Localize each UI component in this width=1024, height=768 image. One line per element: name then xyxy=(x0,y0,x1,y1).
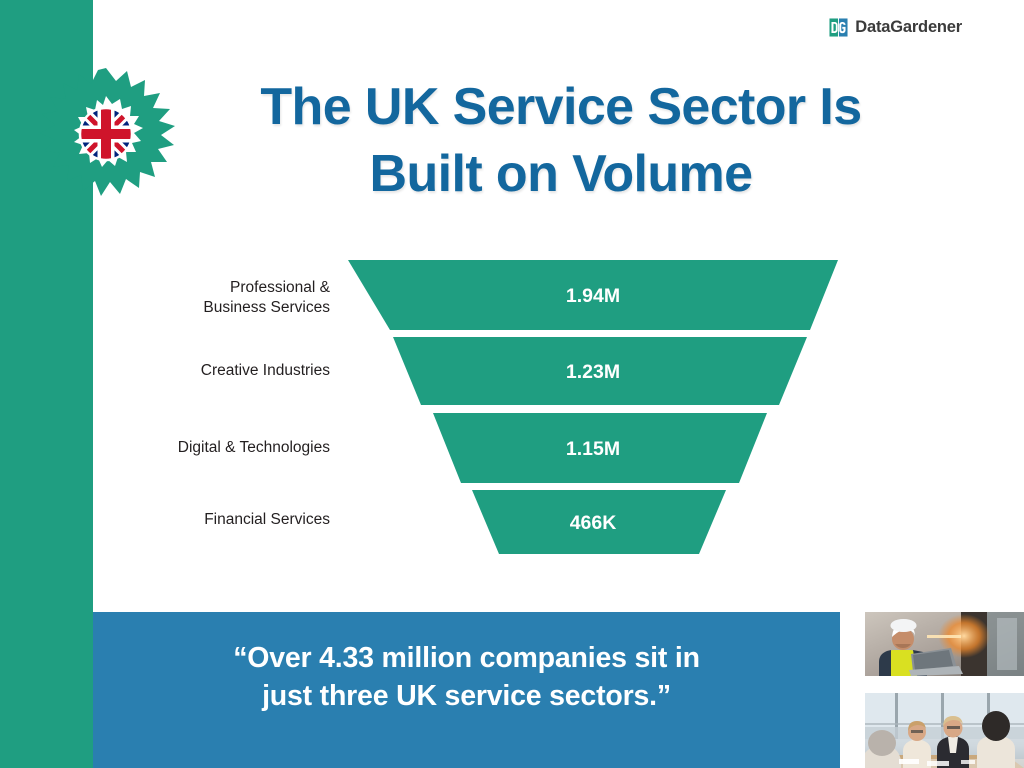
brand-logo: DataGardener xyxy=(829,18,962,37)
funnel-label-column: Professional & Business Services Creativ… xyxy=(93,248,338,568)
funnel-bands: 1.94M 1.23M 1.15M 466K xyxy=(348,260,838,554)
quote-line-2: just three UK service sectors.” xyxy=(262,679,671,712)
funnel-band-digital-technologies xyxy=(433,413,767,483)
funnel-value-financial-services: 466K xyxy=(570,512,617,534)
funnel-value-digital-technologies: 1.15M xyxy=(566,438,620,460)
funnel-label-professional-business-services: Professional & Business Services xyxy=(100,278,330,319)
funnel-band-creative-industries xyxy=(393,337,807,405)
funnel-band-professional-business-services xyxy=(348,260,838,330)
funnel-label-line: Creative Industries xyxy=(200,362,330,379)
page-title-line-2: Built on Volume xyxy=(369,144,754,203)
business-meeting-photo xyxy=(865,693,1024,768)
funnel-label-line: Digital & Technologies xyxy=(177,439,330,456)
uk-flag-starburst-badge xyxy=(32,68,184,202)
funnel-label-creative-industries: Creative Industries xyxy=(100,361,330,381)
quote-banner: “Over 4.33 million companies sit in just… xyxy=(93,612,840,768)
brand-name: DataGardener xyxy=(855,18,962,37)
quote-line-1: “Over 4.33 million companies sit in xyxy=(233,642,700,674)
page-title: The UK Service Sector Is Built on Volume xyxy=(186,74,936,207)
funnel-band-financial-services xyxy=(472,490,726,554)
funnel-chart: Professional & Business Services Creativ… xyxy=(93,248,863,568)
dg-monogram-icon xyxy=(829,18,848,37)
funnel-label-financial-services: Financial Services xyxy=(100,510,330,530)
engineer-with-laptop-photo xyxy=(865,612,1024,676)
funnel-value-professional-business-services: 1.94M xyxy=(566,285,620,307)
funnel-label-line: Financial Services xyxy=(204,511,330,528)
funnel-label-line: Professional & xyxy=(230,279,330,296)
quote-text: “Over 4.33 million companies sit in just… xyxy=(147,640,787,715)
funnel-label-digital-technologies: Digital & Technologies xyxy=(100,438,330,458)
page-title-line-1: The UK Service Sector Is xyxy=(260,78,862,136)
funnel-value-creative-industries: 1.23M xyxy=(566,361,620,383)
funnel-label-line: Business Services xyxy=(203,299,330,317)
